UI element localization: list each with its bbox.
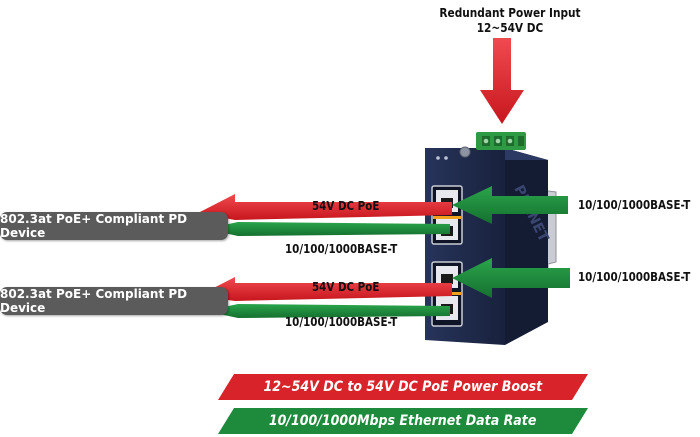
redundant-power-voltage: 12~54V DC xyxy=(476,21,544,35)
data-label-lower: 10/100/1000BASE-T xyxy=(285,315,398,329)
power-boost-banner-bg xyxy=(218,374,588,400)
led-indicator xyxy=(444,156,448,160)
power-boost-banner: 12~54V DC to 54V DC PoE Power Boost xyxy=(218,374,588,400)
pd-device-label: 802.3at PoE+ Compliant PD Device xyxy=(0,212,188,240)
redundant-power-title: Redundant Power Input xyxy=(439,6,581,20)
data-output-arrow-upper xyxy=(205,222,450,236)
input-label-upper: 10/100/1000BASE-T xyxy=(578,198,691,212)
data-input-arrow-lower xyxy=(452,258,570,298)
data-input-arrow-upper xyxy=(452,186,568,224)
pd-device-box-upper: 802.3at PoE+ Compliant PD Device xyxy=(0,212,228,240)
data-rate-text: 10/100/1000Mbps Ethernet Data Rate xyxy=(269,413,537,429)
pd-device-label: 802.3at PoE+ Compliant PD Device xyxy=(0,287,188,315)
led-indicator xyxy=(436,156,440,160)
ground-screw xyxy=(459,146,471,158)
poe-label-upper: 54V DC PoE xyxy=(312,199,380,213)
data-rate-banner: 10/100/1000Mbps Ethernet Data Rate xyxy=(218,408,588,434)
power-boost-text: 12~54V DC to 54V DC PoE Power Boost xyxy=(263,379,543,395)
redundant-power-label: Redundant Power Input 12~54V DC xyxy=(396,6,625,36)
data-label-upper: 10/100/1000BASE-T xyxy=(285,242,398,256)
poe-label-lower: 54V DC PoE xyxy=(312,280,380,294)
power-input-arrow xyxy=(480,38,524,124)
data-rate-banner-bg xyxy=(218,408,588,434)
input-label-lower: 10/100/1000BASE-T xyxy=(578,270,691,284)
pd-device-box-lower: 802.3at PoE+ Compliant PD Device xyxy=(0,287,228,315)
poe-output-arrow-lower xyxy=(198,277,452,301)
poe-output-arrow-upper xyxy=(198,194,452,220)
data-output-arrow-lower xyxy=(205,304,450,318)
terminal-block-connector xyxy=(476,132,526,150)
